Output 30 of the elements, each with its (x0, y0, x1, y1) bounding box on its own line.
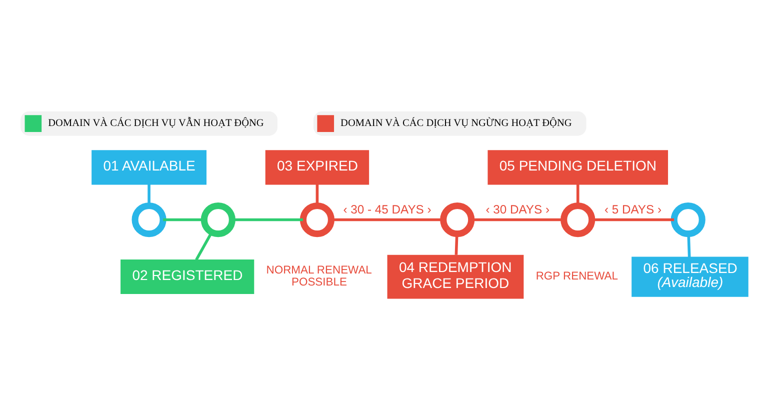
node-box: 04 REDEMPTION GRACE PERIOD (387, 254, 524, 298)
edge-label: ‹ 30 DAYS › (486, 202, 550, 216)
label: NORMAL RENEWAL POSSIBLE (266, 264, 372, 288)
node-box: 06 RELEASED (Available) (632, 256, 748, 296)
label: RGP RENEWAL (536, 270, 618, 282)
node-circle (300, 202, 334, 237)
connector (232, 218, 303, 221)
legend-label: DOMAIN VÀ CÁC DỊCH VỤ VẪN HOẠT ĐỘNG (48, 118, 264, 129)
connector (331, 218, 444, 221)
edge-label: ‹ 30 - 45 DAYS › (343, 202, 432, 216)
edge-label: ‹ 5 DAYS › (604, 202, 662, 216)
connector (454, 234, 458, 254)
node-box: 01 AVAILABLE (92, 150, 206, 184)
node-box: 05 PENDING DELETION (488, 150, 668, 184)
connector (195, 231, 213, 260)
node-circle (200, 202, 236, 237)
connector (316, 184, 319, 206)
node-box: 03 EXPIRED (265, 150, 370, 184)
legend-label: DOMAIN VÀ CÁC DỊCH VỤ NGỪNG HOẠT ĐỘNG (340, 118, 572, 129)
connector (471, 218, 564, 221)
connector (163, 218, 204, 221)
connector (592, 218, 674, 221)
node-circle (560, 202, 596, 237)
connector (576, 184, 580, 206)
node-circle (132, 202, 166, 237)
connector (148, 184, 150, 206)
node-circle (440, 202, 475, 237)
node-box: 02 REGISTERED (120, 259, 254, 294)
connector (687, 234, 691, 257)
node-circle (670, 202, 706, 237)
